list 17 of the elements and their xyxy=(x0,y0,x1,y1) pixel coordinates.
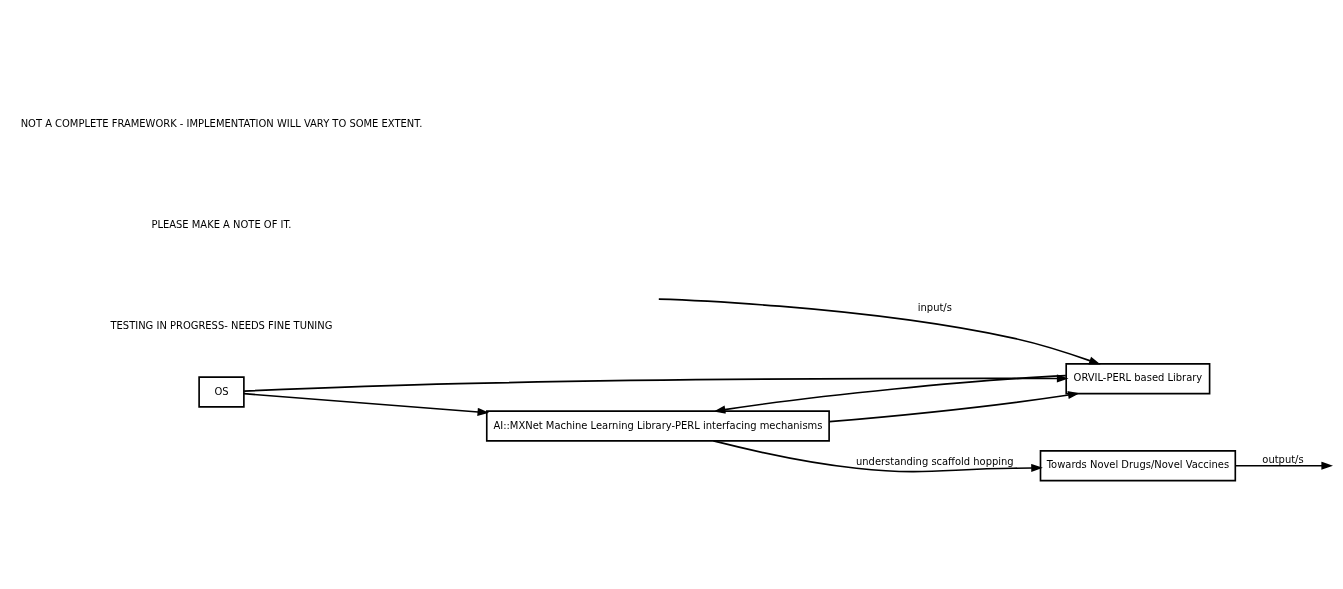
edge-label: input/s xyxy=(917,301,952,313)
node-box: AI::MXNet Machine Learning Library-PERL interfacing mechanisms xyxy=(485,409,830,442)
arrow xyxy=(713,374,1067,414)
label: TESTING IN PROGRESS- NEEDS FINE TUNING xyxy=(110,319,333,331)
arrow xyxy=(243,373,1069,392)
arrow xyxy=(712,439,1043,472)
edge-label: understanding scaffold hopping xyxy=(855,455,1014,467)
node-box: OS xyxy=(198,375,245,408)
label: PLEASE MAKE A NOTE OF IT. xyxy=(151,218,292,230)
label: NOT A COMPLETE FRAMEWORK - IMPLEMENTATION WILL VARY TO SOME EXTENT. xyxy=(20,117,423,129)
arrow xyxy=(1234,461,1333,470)
edge-label: output/s xyxy=(1262,453,1304,465)
node-box: Towards Novel Drugs/Novel Vaccines xyxy=(1039,449,1237,481)
node-box: ORVIL-PERL based Library xyxy=(1065,362,1211,394)
arrow xyxy=(657,297,1101,365)
arrow xyxy=(243,392,490,416)
arrow xyxy=(828,390,1080,422)
